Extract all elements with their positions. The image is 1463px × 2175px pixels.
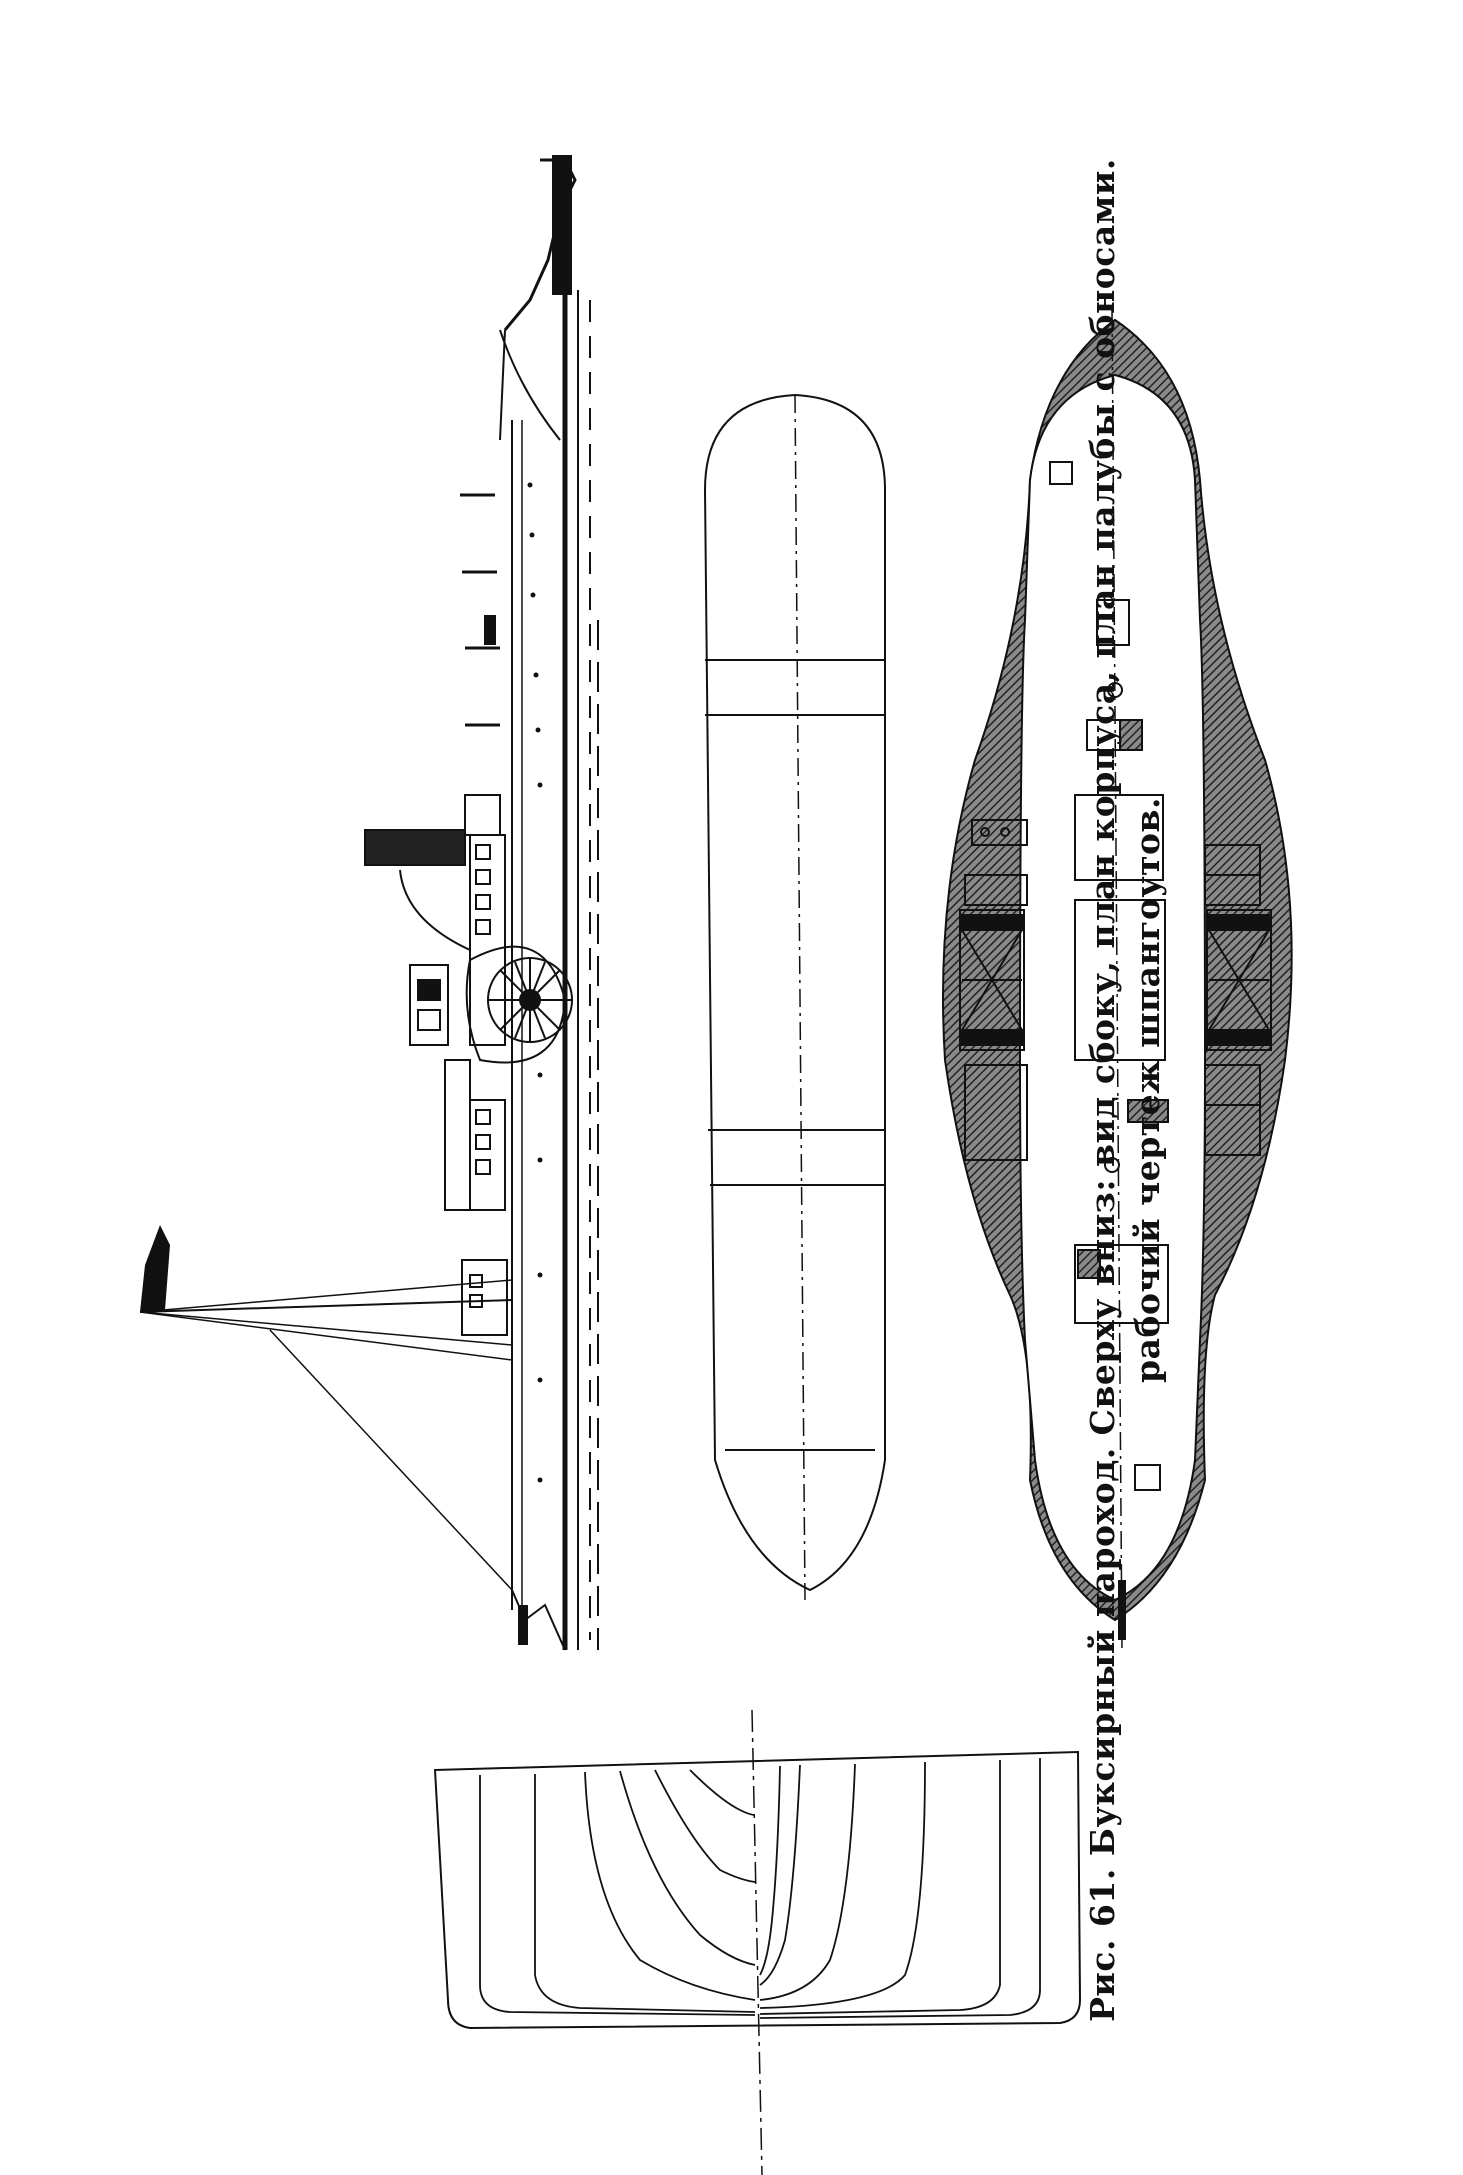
caption-text-line1: Сверху вниз: вид сбоку, план корпуса, пл… [1083,158,1122,1436]
hull-plan [703,393,886,1601]
paddle-wheel-right [1206,909,1272,1051]
portholes [527,482,543,1483]
forward-windows [475,844,491,935]
figure-title: Буксирный пароход. [1083,1447,1122,1857]
deck-outline [1018,373,1207,1602]
frame-lines [479,1758,1041,2019]
deck-posts [460,493,500,727]
paddle-wheel [487,957,573,1043]
aft-windows [475,1109,491,1175]
deck-plan [942,309,1293,1651]
paddle-box [465,945,567,1064]
body-plan [433,1709,1082,2175]
paddle-wheel-left [959,909,1025,1051]
figure-caption: Рис. 61. Буксирный пароход. Сверху вниз:… [1083,90,1167,2090]
caption-text-line2: рабочий чертеж шпангоутов. [1128,797,1167,1383]
side-view [139,155,599,1651]
figure-number: Рис. 61. [1083,1868,1122,2022]
